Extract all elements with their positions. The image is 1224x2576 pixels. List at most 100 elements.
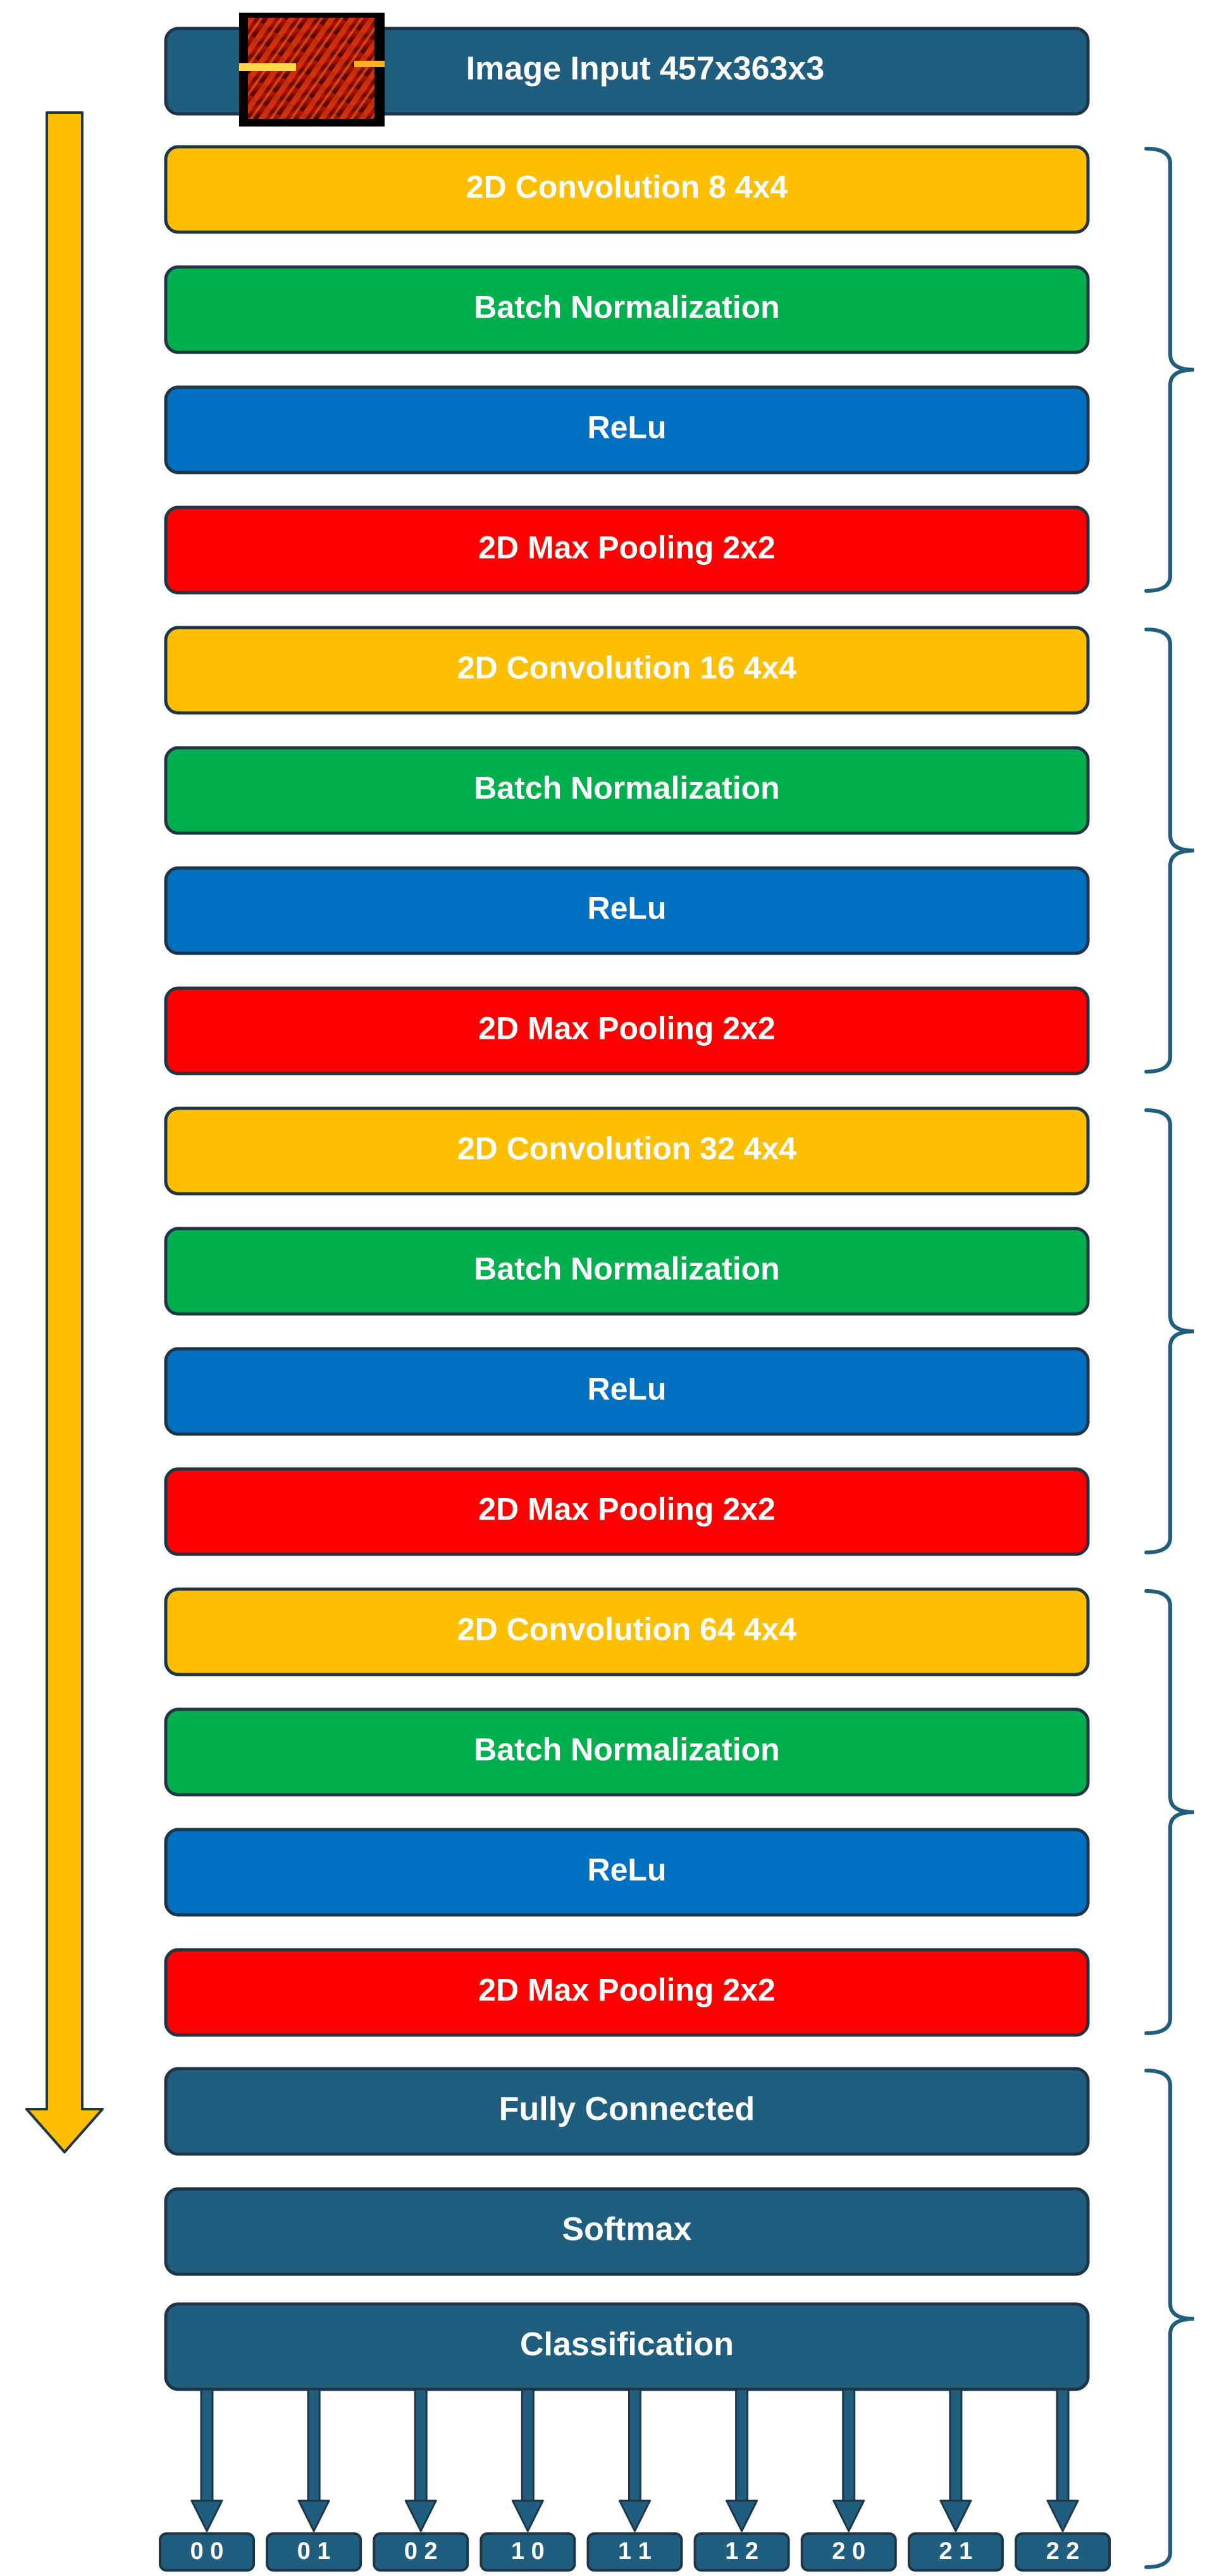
classification-layer-label: Classification — [520, 2326, 734, 2363]
relu-layer-box — [164, 385, 1090, 474]
input-layer: Image Input 457x363x3 — [164, 13, 1090, 127]
output-arrow-head — [190, 2499, 223, 2532]
convolution-layer: 2D Convolution 16 4x4 — [164, 626, 1090, 715]
max-pooling-layer: 2D Max Pooling 2x2 — [164, 1948, 1090, 2037]
output-arrow-shaft — [1056, 2388, 1070, 2503]
softmax-layer-box — [164, 2187, 1090, 2276]
relu-layer: ReLu — [164, 1347, 1090, 1436]
fully-connected-layer-box — [164, 2067, 1090, 2156]
output-class-box — [266, 2532, 362, 2572]
output-arrow-shaft — [200, 2388, 214, 2503]
convolution-layer-label: 2D Convolution 32 4x4 — [457, 1131, 796, 1167]
output-arrow-shaft — [949, 2388, 963, 2503]
output-arrow-head — [404, 2499, 437, 2532]
output-class-0: 0 0 — [159, 2388, 255, 2572]
output-arrow-shaft — [414, 2388, 428, 2503]
batch-normalization-layer-label: Batch Normalization — [474, 1251, 779, 1287]
output-class-2: 0 2 — [373, 2388, 469, 2572]
convolution-layer-box — [164, 145, 1090, 234]
softmax-layer-label: Softmax — [562, 2211, 691, 2248]
input-layer-box — [164, 27, 1090, 116]
relu-layer: ReLu — [164, 385, 1090, 474]
max-pooling-layer-label: 2D Max Pooling 2x2 — [478, 1972, 776, 2008]
output-class-box — [1015, 2532, 1111, 2572]
output-class-label: 1 2 — [725, 2538, 758, 2565]
convolution-layer: 2D Convolution 32 4x4 — [164, 1106, 1090, 1196]
batch-normalization-layer: Batch Normalization — [164, 1227, 1090, 1316]
relu-layer-label: ReLu — [588, 1852, 667, 1888]
output-class-label: 0 2 — [404, 2538, 438, 2565]
output-arrow-shaft — [735, 2388, 749, 2503]
output-class-box — [800, 2532, 897, 2572]
output-arrow-shaft — [628, 2388, 641, 2503]
relu-layer-box — [164, 1347, 1090, 1436]
max-pooling-layer-label: 2D Max Pooling 2x2 — [478, 530, 776, 566]
output-class-7: 2 1 — [907, 2388, 1004, 2572]
block-bracket-4 — [1144, 1589, 1195, 2035]
block-bracket-2 — [1144, 628, 1195, 1074]
softmax-layer: Softmax — [164, 2187, 1090, 2276]
max-pooling-layer-box — [164, 1467, 1090, 1556]
batch-normalization-layer-label: Batch Normalization — [474, 1732, 779, 1768]
output-arrow-head — [297, 2499, 330, 2532]
convolution-layer-label: 2D Convolution 16 4x4 — [457, 650, 796, 686]
convolution-layer-box — [164, 1106, 1090, 1196]
block-bracket-1 — [1144, 147, 1195, 593]
output-class-box — [479, 2532, 576, 2572]
output-class-box — [693, 2532, 790, 2572]
batch-normalization-layer-box — [164, 265, 1090, 354]
output-class-box — [159, 2532, 255, 2572]
relu-layer: ReLu — [164, 1828, 1090, 1917]
relu-layer-label: ReLu — [588, 1372, 667, 1407]
output-arrow-shaft — [842, 2388, 856, 2503]
batch-normalization-layer-label: Batch Normalization — [474, 290, 779, 325]
max-pooling-layer-label: 2D Max Pooling 2x2 — [478, 1492, 776, 1527]
fully-connected-layer: Fully Connected — [164, 2067, 1090, 2156]
relu-layer-label: ReLu — [588, 891, 667, 926]
relu-layer: ReLu — [164, 866, 1090, 955]
input-layer-label: Image Input 457x363x3 — [466, 51, 825, 87]
output-class-label: 2 2 — [1046, 2538, 1080, 2565]
block-bracket-3 — [1144, 1108, 1195, 1554]
batch-normalization-layer-box — [164, 1227, 1090, 1316]
output-class-5: 1 2 — [693, 2388, 790, 2572]
max-pooling-layer-box — [164, 505, 1090, 595]
flow-direction-arrow — [25, 111, 104, 2153]
output-class-4: 1 1 — [586, 2388, 683, 2572]
output-arrow-head — [832, 2499, 865, 2532]
output-class-label: 0 1 — [297, 2538, 331, 2565]
convolution-layer-box — [164, 1587, 1090, 1676]
relu-layer-label: ReLu — [588, 410, 667, 445]
dense-output-bracket — [1144, 2069, 1195, 2569]
batch-normalization-layer: Batch Normalization — [164, 1707, 1090, 1797]
fully-connected-layer-label: Fully Connected — [499, 2091, 755, 2127]
batch-normalization-layer: Batch Normalization — [164, 746, 1090, 835]
batch-normalization-layer: Batch Normalization — [164, 265, 1090, 354]
output-class-6: 2 0 — [800, 2388, 897, 2572]
output-class-label: 1 1 — [618, 2538, 652, 2565]
output-class-3: 1 0 — [479, 2388, 576, 2572]
batch-normalization-layer-box — [164, 746, 1090, 835]
classification-layer: Classification — [164, 2302, 1090, 2391]
classification-layer-box — [164, 2302, 1090, 2391]
batch-normalization-layer-label: Batch Normalization — [474, 771, 779, 806]
max-pooling-layer-box — [164, 986, 1090, 1075]
output-arrow-shaft — [307, 2388, 321, 2503]
convolution-layer: 2D Convolution 8 4x4 — [164, 145, 1090, 234]
output-arrow-head — [939, 2499, 972, 2532]
output-class-1: 0 1 — [266, 2388, 362, 2572]
block-brackets — [1144, 147, 1195, 2569]
output-arrow-head — [511, 2499, 544, 2532]
output-arrow-head — [619, 2499, 651, 2532]
convolution-layer: 2D Convolution 64 4x4 — [164, 1587, 1090, 1676]
output-class-8: 2 2 — [1015, 2388, 1111, 2572]
output-arrow-head — [726, 2499, 758, 2532]
output-class-label: 1 0 — [511, 2538, 545, 2565]
max-pooling-layer: 2D Max Pooling 2x2 — [164, 986, 1090, 1075]
